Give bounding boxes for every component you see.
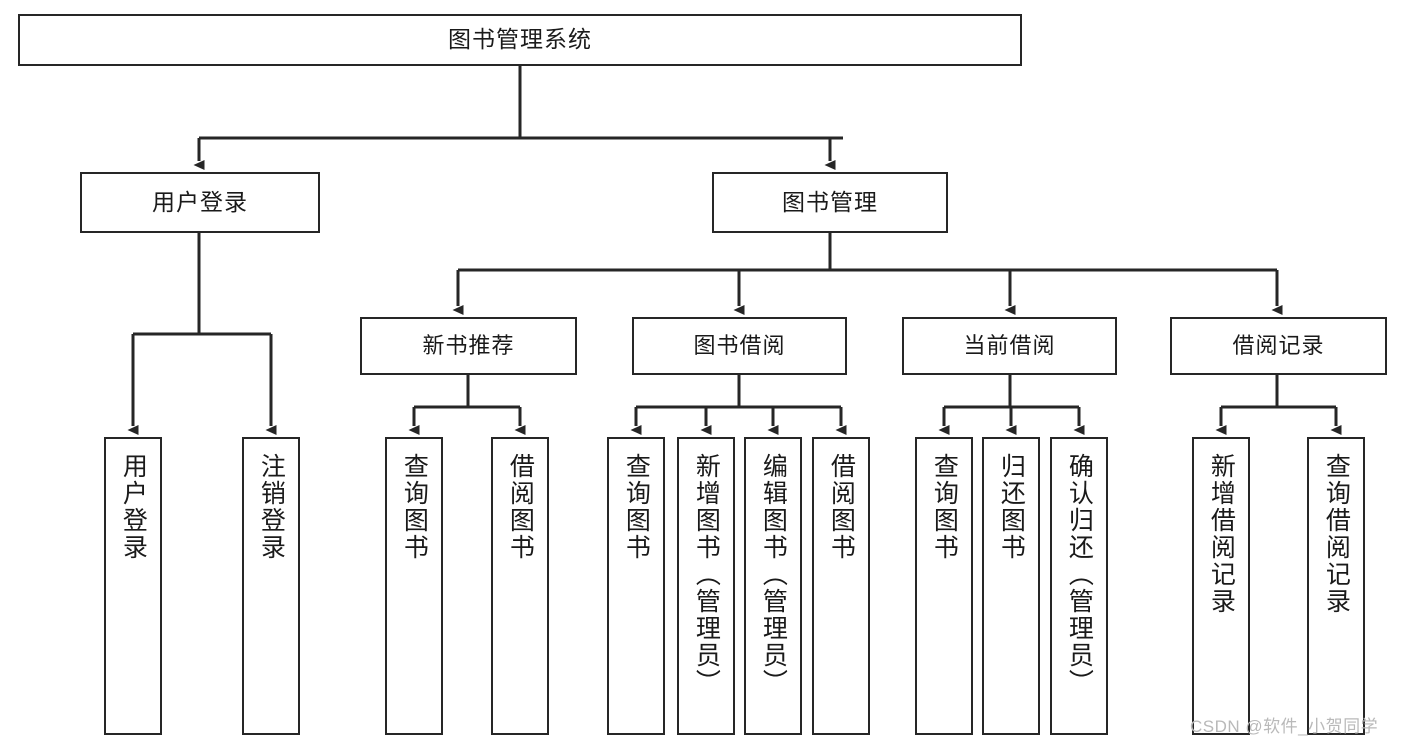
- leaf-borrow-book-recommend[interactable]: 借阅图书: [491, 437, 549, 735]
- node-book-management[interactable]: 图书管理: [712, 172, 948, 233]
- node-label: 查询图书: [400, 453, 429, 561]
- node-label: 图书借阅: [693, 332, 786, 358]
- node-label: 借阅图书: [506, 453, 535, 561]
- node-label: 新增借阅记录: [1207, 453, 1236, 615]
- node-label: 归还图书: [997, 453, 1026, 561]
- node-label: 用户登录: [119, 453, 148, 561]
- node-label: 借阅记录: [1232, 332, 1325, 358]
- leaf-edit-book-admin[interactable]: 编辑图书（管理员）: [744, 437, 802, 735]
- leaf-user-login[interactable]: 用户登录: [104, 437, 162, 735]
- csdn-watermark: CSDN @软件_小贺同学: [1190, 717, 1379, 736]
- node-label: 查询图书: [622, 453, 651, 561]
- node-root-book-management-system[interactable]: 图书管理系统: [18, 14, 1022, 66]
- node-label: 当前借阅: [963, 332, 1056, 358]
- node-label: 图书管理: [782, 188, 878, 215]
- node-label: 确认归还（管理员）: [1065, 453, 1094, 696]
- node-label: 用户登录: [152, 188, 248, 215]
- leaf-query-book-borrow[interactable]: 查询图书: [607, 437, 665, 735]
- leaf-logout-login[interactable]: 注销登录: [242, 437, 300, 735]
- node-label: 查询借阅记录: [1322, 453, 1351, 615]
- node-label: 借阅图书: [827, 453, 856, 561]
- node-book-borrow[interactable]: 图书借阅: [632, 317, 847, 375]
- leaf-confirm-return-admin[interactable]: 确认归还（管理员）: [1050, 437, 1108, 735]
- leaf-borrow-book[interactable]: 借阅图书: [812, 437, 870, 735]
- leaf-add-book-admin[interactable]: 新增图书（管理员）: [677, 437, 735, 735]
- node-label: 新增图书（管理员）: [692, 453, 721, 696]
- leaf-query-book-current[interactable]: 查询图书: [915, 437, 973, 735]
- node-label: 新书推荐: [422, 332, 515, 358]
- leaf-query-book-recommend[interactable]: 查询图书: [385, 437, 443, 735]
- node-label: 查询图书: [930, 453, 959, 561]
- node-user-login[interactable]: 用户登录: [80, 172, 320, 233]
- leaf-add-borrow-record[interactable]: 新增借阅记录: [1192, 437, 1250, 735]
- leaf-return-book[interactable]: 归还图书: [982, 437, 1040, 735]
- node-label: 图书管理系统: [448, 26, 592, 53]
- node-current-borrow[interactable]: 当前借阅: [902, 317, 1117, 375]
- node-new-book-recommend[interactable]: 新书推荐: [360, 317, 577, 375]
- node-label: 编辑图书（管理员）: [759, 453, 788, 696]
- node-label: 注销登录: [257, 453, 286, 561]
- leaf-query-borrow-record[interactable]: 查询借阅记录: [1307, 437, 1365, 735]
- node-borrow-record[interactable]: 借阅记录: [1170, 317, 1387, 375]
